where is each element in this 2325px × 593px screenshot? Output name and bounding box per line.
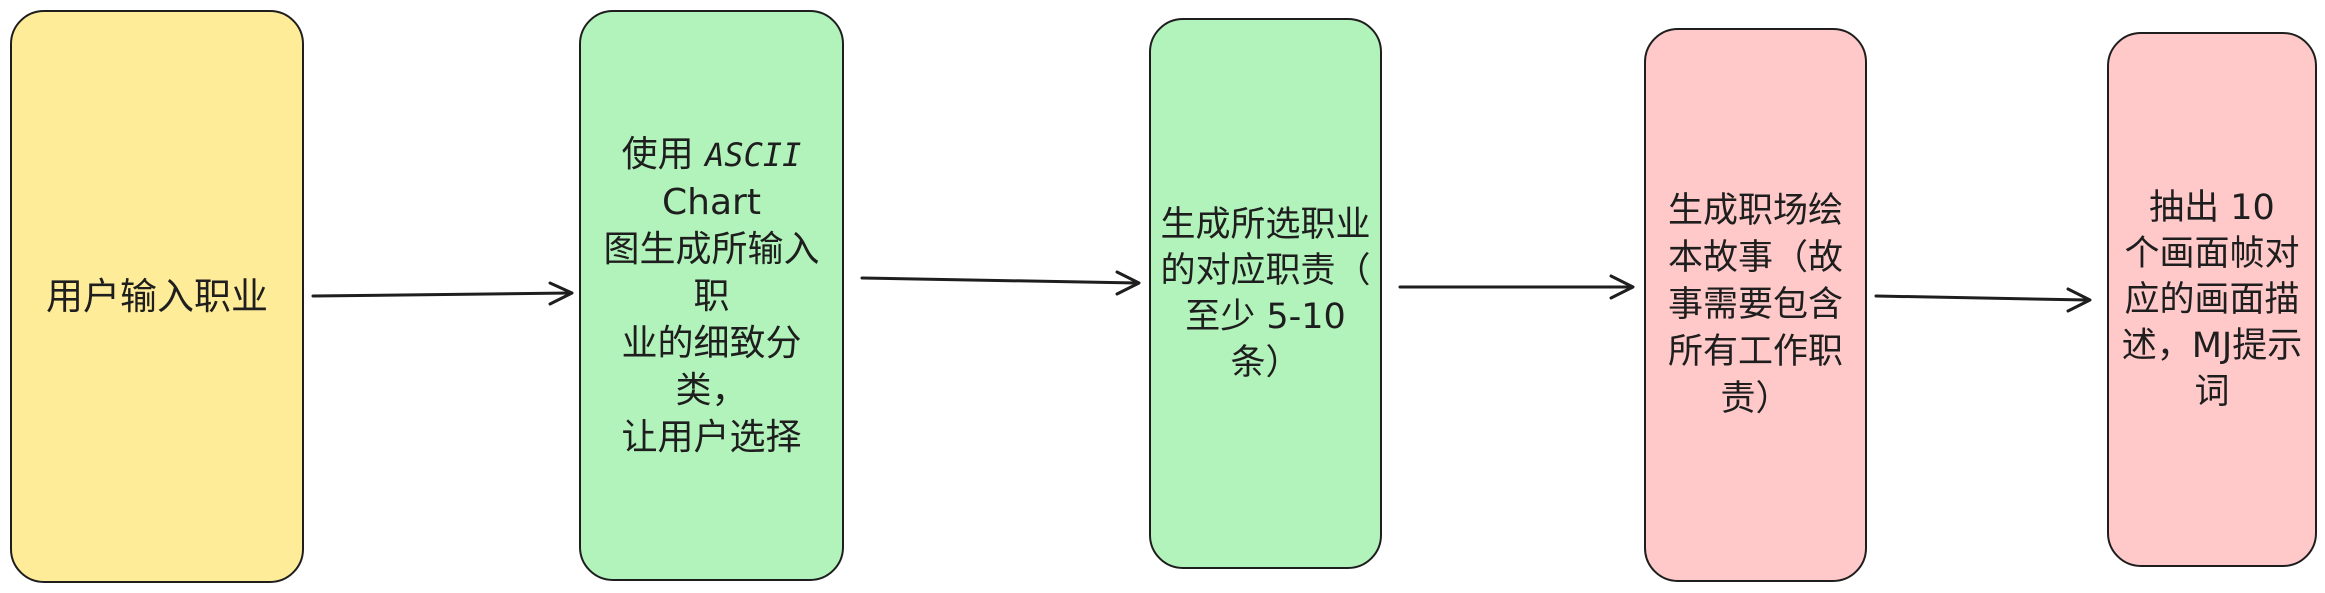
flow-node-3-label: 生成所选职业 的对应职责（ 至少 5-10 条） [1160,204,1371,383]
arrow-2-to-3 [860,270,1141,296]
flow-node-5-label: 抽出 10 个画面帧对 应的画面描 述，MJ提示 词 [2121,187,2303,412]
arrow-1-to-2 [311,281,574,306]
flow-node-1: 用户输入职业 [10,10,304,583]
flow-node-3: 生成所选职业 的对应职责（ 至少 5-10 条） [1149,18,1382,569]
arrow-4-to-5 [1874,287,2092,313]
flow-node-5: 抽出 10 个画面帧对 应的画面描 述，MJ提示 词 [2107,32,2317,567]
arrow-3-to-4 [1398,274,1635,300]
flow-node-2: 使用 ASCII Chart 图生成所输入职 业的细致分类， 让用户选择 [579,10,844,581]
flow-node-4-label: 生成职场绘 本故事（故 事需要包含 所有工作职 责） [1667,190,1843,419]
flow-node-4: 生成职场绘 本故事（故 事需要包含 所有工作职 责） [1644,28,1867,582]
flow-node-1-label: 用户输入职业 [46,275,268,318]
flow-node-2-label: 使用 ASCII Chart 图生成所输入职 业的细致分类， 让用户选择 [603,133,820,458]
